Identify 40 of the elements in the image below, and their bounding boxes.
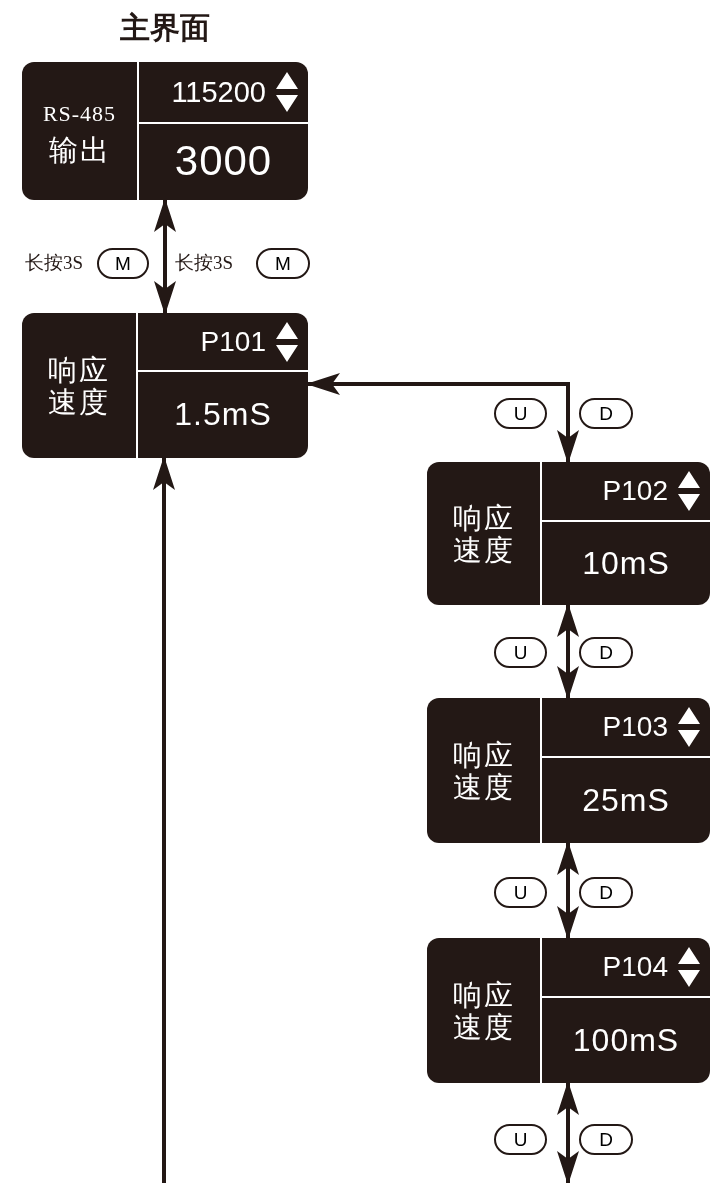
parameter-name: 响应速度 (47, 353, 111, 418)
key-button: M (97, 248, 149, 279)
arrow (557, 841, 579, 940)
parameter-code: 115200 (170, 75, 266, 109)
parameter-name: 输出 (47, 133, 112, 166)
parameter-code: P104 (601, 950, 668, 984)
parameter-value: 100mS (571, 1020, 681, 1060)
key-button: U (494, 877, 547, 908)
parameter-value: 1.5mS (173, 395, 273, 434)
key-button: D (579, 1124, 633, 1155)
arrow (557, 1081, 579, 1183)
parameter-name: 响应速度 (451, 738, 516, 803)
parameter-value: 3000 (173, 139, 274, 183)
arrow (153, 456, 175, 1183)
hold-instruction: 长按3S (175, 251, 234, 275)
display-screen (427, 698, 710, 843)
display-screen (427, 938, 710, 1083)
key-button: D (579, 398, 633, 429)
parameter-name: 响应速度 (451, 978, 516, 1043)
key-button: U (494, 637, 547, 668)
hold-instruction: 长按3S (25, 251, 84, 275)
title: 主界面 (119, 9, 211, 47)
key-button: U (494, 1124, 547, 1155)
key-button: D (579, 637, 633, 668)
display-screen (22, 313, 308, 458)
parameter-name: 响应速度 (451, 501, 516, 566)
parameter-code: P102 (601, 474, 668, 508)
key-button: U (494, 398, 547, 429)
parameter-name: RS-485 (41, 100, 118, 129)
parameter-code: P103 (601, 710, 668, 744)
key-button: M (256, 248, 310, 279)
arrow (154, 198, 176, 315)
parameter-value: 25mS (581, 780, 671, 820)
parameter-value: 10mS (581, 543, 671, 583)
arrow (557, 603, 579, 700)
arrow (306, 373, 579, 464)
display-screen (427, 462, 710, 605)
parameter-code: P101 (199, 324, 266, 359)
key-button: D (579, 877, 633, 908)
display-screen (22, 62, 308, 200)
